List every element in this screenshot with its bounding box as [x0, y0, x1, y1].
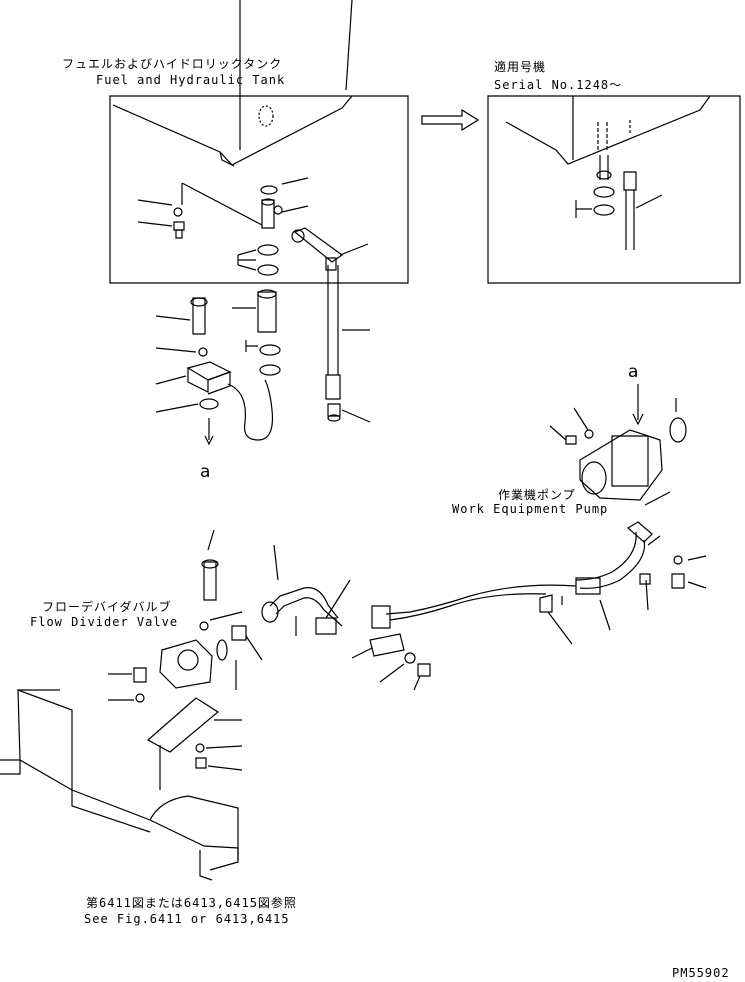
tank-inset-left [110, 0, 408, 283]
arrow-right [422, 110, 478, 130]
tank-inset-right [488, 96, 740, 283]
frame-structure [0, 690, 238, 880]
valve-title-jp: フローデバイダバルブ [42, 600, 172, 614]
pressure-hose [262, 522, 660, 644]
reference-note-jp: 第6411図または6413,6415図参照 [86, 896, 297, 910]
valve-title-en: Flow Divider Valve [30, 615, 179, 629]
reference-note-en: See Fig.6411 or 6413,6415 [84, 912, 290, 926]
ref-mark-a-bottom: a [200, 462, 212, 482]
hose-bracket [352, 634, 430, 690]
pump-title-jp: 作業機ポンプ [498, 488, 576, 502]
work-equipment-pump [550, 384, 686, 505]
pump-title-en: Work Equipment Pump [452, 502, 609, 516]
serial-title-en: Serial No.1248〜 [494, 78, 623, 92]
tank-title-jp: フュエルおよびハイドロリックタンク [62, 57, 283, 71]
drawing-number: PM55902 [672, 966, 730, 980]
ref-mark-a-top: a [628, 362, 640, 382]
pump-side-fittings [640, 556, 706, 588]
tank-title-en: Fuel and Hydraulic Tank [96, 73, 286, 87]
flow-divider-valve [108, 530, 262, 790]
tank-lower-fittings [156, 265, 370, 444]
serial-title-jp: 適用号機 [494, 60, 547, 74]
